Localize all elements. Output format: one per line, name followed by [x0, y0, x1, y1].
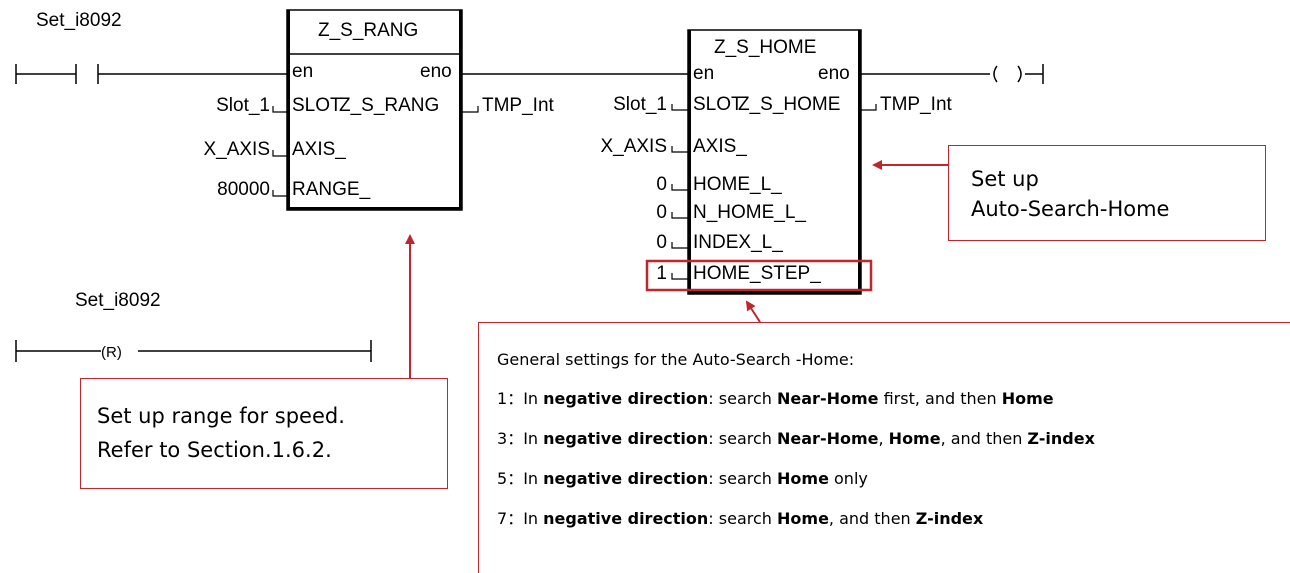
- line-text: , and then: [828, 509, 916, 528]
- step-number: 3: [497, 429, 508, 448]
- line-text: : search: [708, 389, 778, 408]
- direction-text: negative direction: [543, 509, 709, 528]
- coil: [993, 65, 1022, 83]
- rung-2-wiring: [15, 340, 372, 362]
- bold-term: Home: [1001, 389, 1054, 408]
- block2-axis-input: X_AXIS: [600, 136, 667, 157]
- block1-connectors: [272, 106, 479, 197]
- reset-coil: (R): [101, 344, 122, 361]
- block1-title: Z_S_RANG: [318, 20, 418, 41]
- block1-eno-pin: eno: [420, 61, 452, 82]
- block1-axis-input: X_AXIS: [203, 139, 270, 160]
- callout-general-settings: General settings for the Auto-Search -Ho…: [478, 322, 1290, 573]
- line-text: : search: [708, 469, 778, 488]
- direction-text: negative direction: [543, 469, 709, 488]
- callout-home-line-1: Set up: [971, 167, 1039, 191]
- block2-slot-pin: SLOT: [693, 94, 743, 115]
- contact-label: Set_i8092: [36, 10, 122, 31]
- line-text: : search: [708, 509, 778, 528]
- block1-slot-pin: SLOT: [292, 95, 342, 116]
- rung-1-wiring: [15, 64, 1044, 84]
- block2-n-home-l-input: 0: [656, 202, 667, 223]
- line-text: : search: [708, 429, 778, 448]
- line-text: ：In: [507, 469, 544, 488]
- step-number: 5: [497, 469, 508, 488]
- general-settings-line: 5：In negative direction: search Home onl…: [497, 465, 1290, 489]
- callout-range-setup: Set up range for speed. Refer to Section…: [80, 378, 448, 489]
- function-block-z-s-home[interactable]: [687, 29, 862, 295]
- block2-index-l-input: 0: [656, 232, 667, 253]
- block1-en-pin: en: [292, 61, 313, 82]
- step-number: 7: [497, 509, 508, 528]
- block2-n-home-l-pin: N_HOME_L_: [693, 202, 806, 223]
- block2-slot-input: Slot_1: [613, 94, 667, 115]
- general-settings-line: 1：In negative direction: search Near-Hom…: [497, 385, 1290, 409]
- block1-range-pin: RANGE_: [292, 179, 371, 200]
- bold-term: Near-Home: [777, 429, 879, 448]
- block2-home-l-input: 0: [656, 174, 667, 195]
- block1-output-name: Z_S_RANG: [339, 95, 439, 116]
- callout-range-line-2: Refer to Section.1.6.2.: [97, 438, 332, 462]
- general-settings-line: 3：In negative direction: search Near-Hom…: [497, 425, 1290, 449]
- bold-term: Home: [777, 509, 829, 528]
- line-text: ,: [878, 429, 889, 448]
- block2-title: Z_S_HOME: [714, 37, 816, 58]
- bold-term: Near-Home: [777, 389, 879, 408]
- block2-en-pin: en: [693, 63, 714, 84]
- block1-axis-pin: AXIS_: [292, 139, 346, 160]
- callout-home-setup: Set up Auto-Search-Home: [948, 145, 1266, 241]
- line-text: ：In: [507, 509, 544, 528]
- block1-output-var: TMP_Int: [482, 95, 555, 116]
- reset-rung-label: Set_i8092: [75, 290, 161, 311]
- line-text: first, and then: [878, 389, 1002, 408]
- line-text: ：In: [507, 429, 544, 448]
- line-text: only: [828, 469, 868, 488]
- block2-axis-pin: AXIS_: [693, 136, 747, 157]
- function-block-z-s-rang[interactable]: [286, 9, 463, 211]
- block2-output-name: Z_S_HOME: [738, 94, 840, 115]
- bold-term: Home: [777, 469, 829, 488]
- bold-term: Home: [888, 429, 941, 448]
- general-settings-heading: General settings for the Auto-Search -Ho…: [497, 350, 855, 369]
- block2-home-step-input: 1: [656, 263, 667, 284]
- line-text: ：In: [507, 389, 544, 408]
- block2-index-l-pin: INDEX_L_: [693, 232, 783, 253]
- bold-term: Z-index: [915, 509, 984, 528]
- block2-home-l-pin: HOME_L_: [693, 174, 782, 195]
- callout-range-line-1: Set up range for speed.: [97, 404, 345, 428]
- block2-eno-pin: eno: [818, 63, 850, 84]
- line-text: , and then: [940, 429, 1028, 448]
- direction-text: negative direction: [543, 429, 709, 448]
- block2-connectors: [671, 104, 877, 280]
- home-step-highlight: [645, 259, 873, 292]
- block2-home-step-pin: HOME_STEP_: [693, 263, 821, 284]
- step-number: 1: [497, 389, 508, 408]
- block2-output-var: TMP_Int: [880, 94, 953, 115]
- general-settings-line: 7：In negative direction: search Home, an…: [497, 505, 1290, 529]
- callout-home-line-2: Auto-Search-Home: [971, 197, 1170, 221]
- callout-arrows: [405, 160, 948, 378]
- block1-slot-input: Slot_1: [216, 95, 270, 116]
- block1-range-input: 80000: [217, 179, 270, 200]
- bold-term: Z-index: [1027, 429, 1095, 448]
- direction-text: negative direction: [543, 389, 709, 408]
